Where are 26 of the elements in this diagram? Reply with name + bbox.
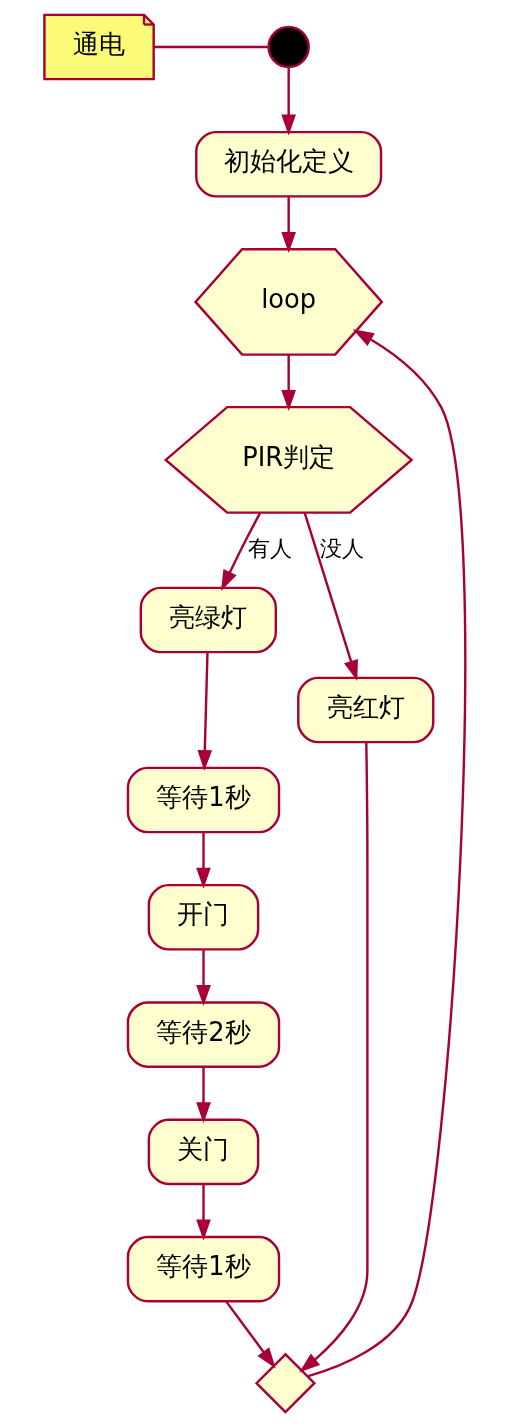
arrow bbox=[303, 512, 358, 682]
edge-label: 没人 bbox=[320, 535, 365, 562]
node-diamond bbox=[254, 1352, 317, 1414]
arrow bbox=[299, 742, 369, 1373]
arrow bbox=[197, 652, 213, 771]
node-box: 等待1秒 bbox=[126, 766, 281, 834]
arrow bbox=[281, 67, 296, 136]
node-box: 等待2秒 bbox=[126, 1001, 281, 1068]
connector bbox=[153, 45, 269, 49]
arrow bbox=[196, 1184, 211, 1241]
node-box: 开门 bbox=[147, 883, 260, 951]
arrow bbox=[221, 511, 262, 591]
edge-label: 有人 bbox=[248, 535, 293, 562]
arrow bbox=[196, 832, 211, 889]
node-box: 关门 bbox=[147, 1118, 260, 1186]
arrow bbox=[196, 949, 211, 1006]
arrow bbox=[307, 329, 467, 1378]
node-box: 等待1秒 bbox=[126, 1235, 281, 1303]
arrow bbox=[196, 1066, 211, 1124]
node-circle bbox=[267, 25, 310, 69]
node-box: 亮绿灯 bbox=[139, 586, 277, 654]
node-box: 初始化定义 bbox=[195, 130, 383, 198]
node-box: 亮红灯 bbox=[297, 676, 435, 744]
arrow bbox=[281, 197, 296, 253]
arrow bbox=[281, 354, 296, 411]
arrow bbox=[225, 1300, 276, 1369]
